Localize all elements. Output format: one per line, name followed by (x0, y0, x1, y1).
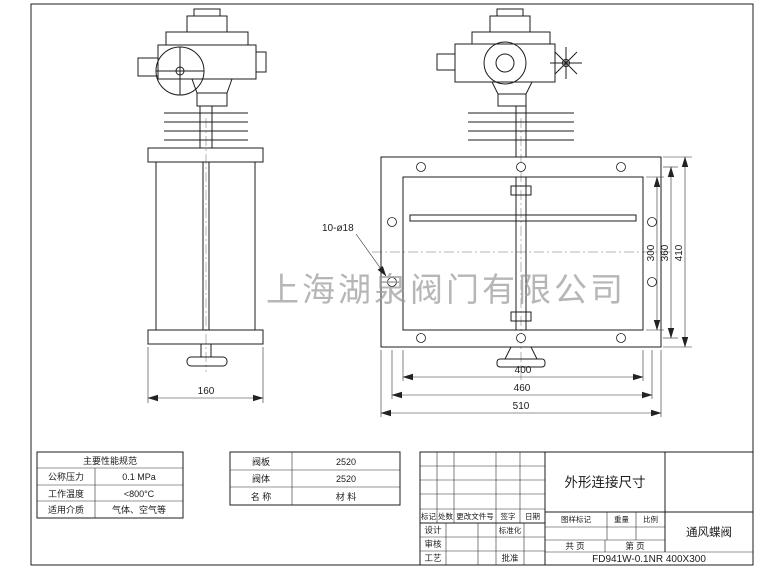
actuator-cover (483, 41, 527, 85)
company-watermark: 上海湖泉阀门有限公司 (266, 271, 626, 308)
rev-header-date: 日期 (525, 512, 540, 521)
top-flange (147, 147, 264, 163)
bottom-flange (147, 329, 264, 345)
dim-460-label: 460 (514, 383, 531, 394)
rev-header-count: 处数 (438, 511, 453, 521)
drawing-title: 外形连接尺寸 (565, 474, 646, 490)
material-header-material: 材 料 (336, 491, 357, 502)
sheet-border (30, 3, 754, 566)
bottom-foot (186, 356, 228, 367)
dim-510-label: 510 (513, 401, 530, 412)
blade-shaft (515, 176, 527, 331)
role-approval: 批准 (501, 553, 519, 563)
dim-400-label: 400 (515, 365, 532, 376)
material-row-material: 2520 (336, 457, 356, 467)
material-row-name: 阀板 (252, 456, 270, 467)
rev-header-file-no: 更改文件号 (456, 511, 494, 521)
role-process: 工艺 (424, 553, 441, 563)
handwheel-icon (550, 47, 582, 79)
material-row-material: 2520 (336, 474, 356, 484)
spec-row-label: 公称压力 (48, 471, 84, 482)
dim-bolt-width: 460 (391, 350, 653, 399)
spec-row-value: <800°C (124, 489, 155, 499)
side-view-stem-fins (164, 106, 248, 148)
rev-header-signature: 签字 (501, 511, 516, 521)
info-header-scale: 比例 (643, 514, 658, 524)
dim-410-label: 410 (674, 244, 685, 261)
spec-table-title: 主要性能规范 (83, 455, 137, 466)
terminal-box (436, 53, 456, 71)
dim-flange-width: 510 (380, 350, 662, 417)
side-view: 160 (137, 8, 267, 403)
spec-table: 主要性能规范 公称压力 0.1 MPa 工作温度 <800°C 适用介质 气体、… (36, 451, 184, 519)
dim-360-label: 360 (660, 244, 671, 261)
material-row-name: 阀体 (252, 473, 270, 484)
front-view-stem-fins (468, 106, 574, 157)
spec-row-value: 0.1 MPa (122, 472, 156, 482)
role-review: 审核 (424, 539, 442, 549)
role-design: 设计 (424, 525, 442, 535)
rev-header-mark: 标记 (421, 511, 436, 521)
bolt-holes (387, 162, 657, 343)
side-view-actuator (137, 8, 267, 107)
front-view-actuator (436, 8, 582, 107)
material-table: 阀板 2520 阀体 2520 名 称 材 料 (229, 451, 401, 506)
spec-row-value: 气体、空气等 (112, 504, 166, 515)
role-standardization: 标准化 (499, 525, 522, 535)
info-header-drawing-mark: 图样标记 (561, 514, 591, 524)
dim-bolt-height: 360 (660, 166, 678, 339)
side-view-body (147, 147, 264, 367)
spec-row-label: 工作温度 (48, 488, 84, 499)
dim-opening-height: 300 (646, 176, 664, 331)
dim-body-depth: 160 (147, 347, 264, 403)
material-header-name: 名 称 (251, 491, 272, 502)
damper-blade (409, 214, 637, 222)
pages-current: 第 页 (625, 541, 644, 551)
dim-300-label: 300 (646, 244, 657, 261)
model-code: FD941W-0.1NR 400X300 (592, 554, 706, 565)
bolt-holes-label: 10-ø18 (322, 223, 354, 234)
flange-outer (380, 156, 662, 348)
spec-row-label: 适用介质 (48, 504, 84, 515)
bolt-hole-callout: 10-ø18 (322, 223, 387, 277)
product-name: 通风蝶阀 (686, 525, 732, 539)
dim-160-label: 160 (198, 386, 215, 397)
front-view-flange (380, 156, 662, 368)
dim-opening-width: 400 (402, 350, 644, 381)
terminal-box (137, 57, 159, 77)
valve-body (155, 161, 256, 331)
pages-total: 共 页 (565, 541, 584, 551)
info-header-weight: 重量 (614, 515, 629, 524)
front-view: 10-ø18 300 360 410 400 (322, 8, 692, 417)
dim-flange-height: 410 (663, 156, 692, 348)
bottom-foot (496, 358, 546, 368)
title-block: 标记 处数 更改文件号 签字 日期 设计 审核 工艺 标准化 批准 外形连接尺寸… (419, 451, 754, 566)
